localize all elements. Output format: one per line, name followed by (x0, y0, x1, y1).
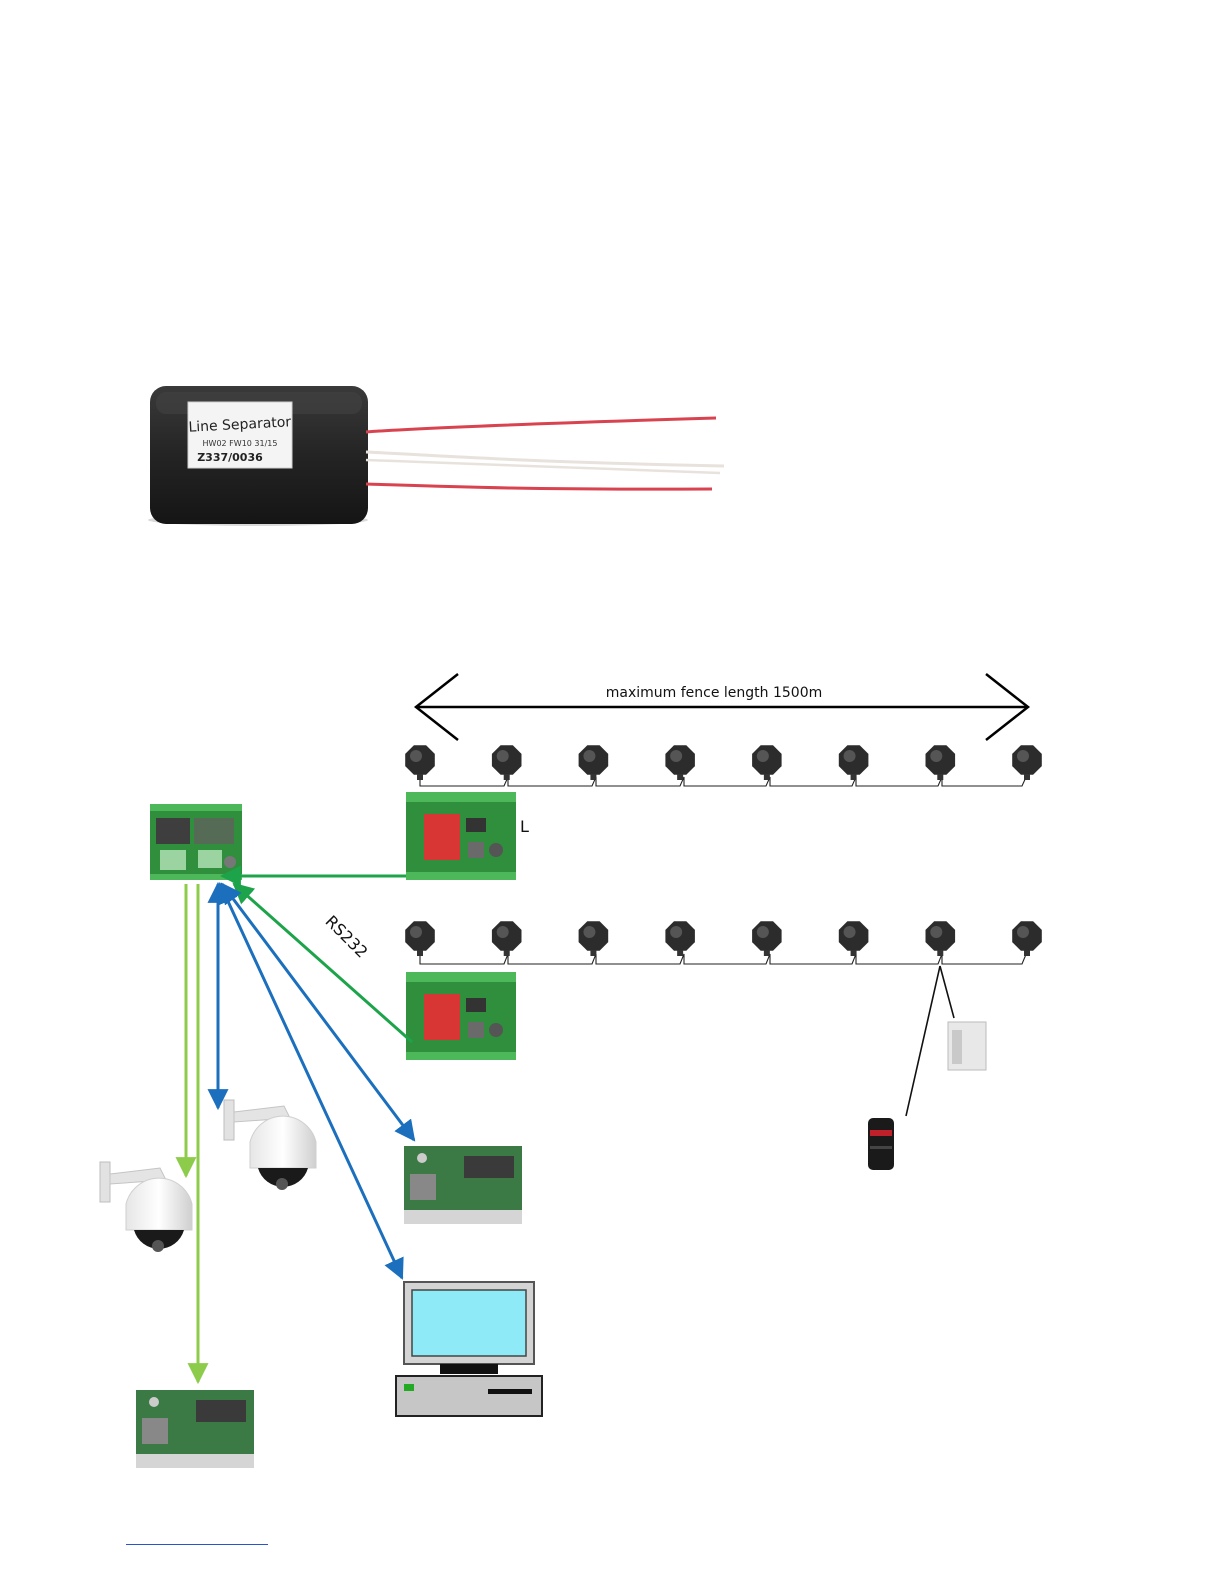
line-controller-board-2 (406, 972, 516, 1060)
fence-cable-2 (420, 952, 1027, 964)
ptz-camera-icon (224, 1100, 316, 1190)
sensor-row-2 (405, 921, 1042, 956)
sensor-icon (579, 745, 609, 780)
relay-board-2 (136, 1390, 254, 1468)
sensor-icon (405, 921, 435, 956)
sensor-icon (839, 745, 869, 780)
sensor-icon (665, 745, 695, 780)
device-label-code: Z337/0036 (197, 451, 263, 464)
line-marker: L (520, 817, 529, 836)
fence-length-label: maximum fence length 1500m (606, 685, 823, 701)
ptz-camera-icon (100, 1162, 192, 1252)
fence-length-indicator: maximum fence length 1500m (416, 674, 1028, 740)
sensor-icon (752, 921, 782, 956)
sensor-icon (405, 745, 435, 780)
device-label-line: HW02 FW10 31/15 (203, 439, 278, 448)
sensor-icon (579, 921, 609, 956)
fence-cable-1 (420, 775, 1027, 786)
network-link-relay-board (222, 884, 414, 1140)
network-link-pc (220, 884, 402, 1278)
sensor-icon (926, 745, 956, 780)
sensor-icon (1012, 745, 1042, 780)
detector-wiring (906, 966, 954, 1116)
sensor-row-1 (405, 745, 1042, 780)
device-wires (366, 418, 724, 489)
sensor-icon (752, 745, 782, 780)
sensor-icon (1012, 921, 1042, 956)
line-controller-board-1 (406, 792, 516, 880)
line-separator-device: Line Separator HW02 FW10 31/15 Z337/0036 (148, 386, 724, 526)
sensor-icon (839, 921, 869, 956)
sensor-icon (492, 921, 522, 956)
rs232-label: RS232 (322, 912, 372, 962)
sensor-icon (926, 921, 956, 956)
sensor-icon (492, 745, 522, 780)
main-controller-board (150, 804, 242, 880)
sensor-icon (665, 921, 695, 956)
beam-detector-icon (868, 1118, 894, 1170)
microwave-detector-icon (948, 1022, 986, 1070)
pc-workstation-icon (396, 1282, 542, 1416)
relay-board-1 (404, 1146, 522, 1224)
footer-link-underline (126, 1544, 268, 1545)
